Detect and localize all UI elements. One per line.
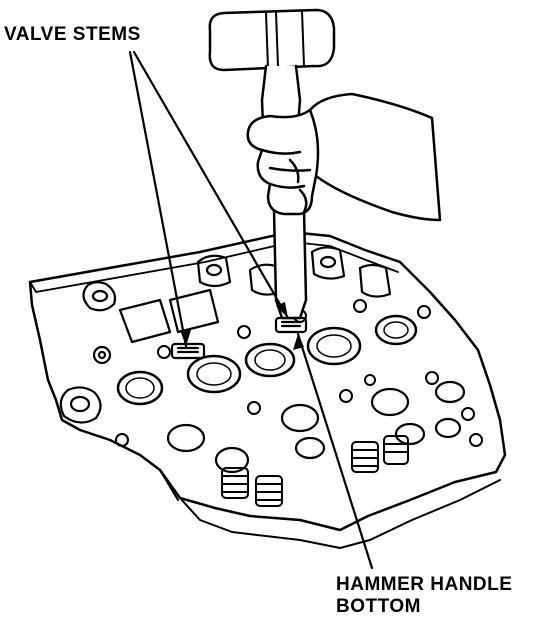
left-end-bosses: [59, 281, 117, 424]
hammer-handle-label-line2: BOTTOM: [336, 596, 421, 617]
hammer-handle-bottom-label: HAMMER HANDLE BOTTOM: [336, 574, 512, 618]
hammer-head: [208, 8, 336, 72]
valve-springs: [221, 435, 409, 507]
leader-lines: [128, 50, 374, 570]
valve-stems-label: VALVE STEMS: [4, 24, 141, 45]
lower-ports: [166, 380, 466, 474]
hammer-handle-label-line1: HAMMER HANDLE: [336, 574, 513, 595]
leader-valve-right: [132, 50, 290, 320]
hand: [246, 92, 442, 222]
leader-valve-left: [128, 50, 188, 348]
valve-stem-tips: [170, 316, 308, 360]
leader-arrowheads: [180, 302, 304, 350]
hammer: [208, 8, 336, 320]
leader-hammer-bottom: [296, 332, 374, 570]
camshaft-saddles: [118, 246, 392, 344]
ports: [116, 314, 418, 406]
